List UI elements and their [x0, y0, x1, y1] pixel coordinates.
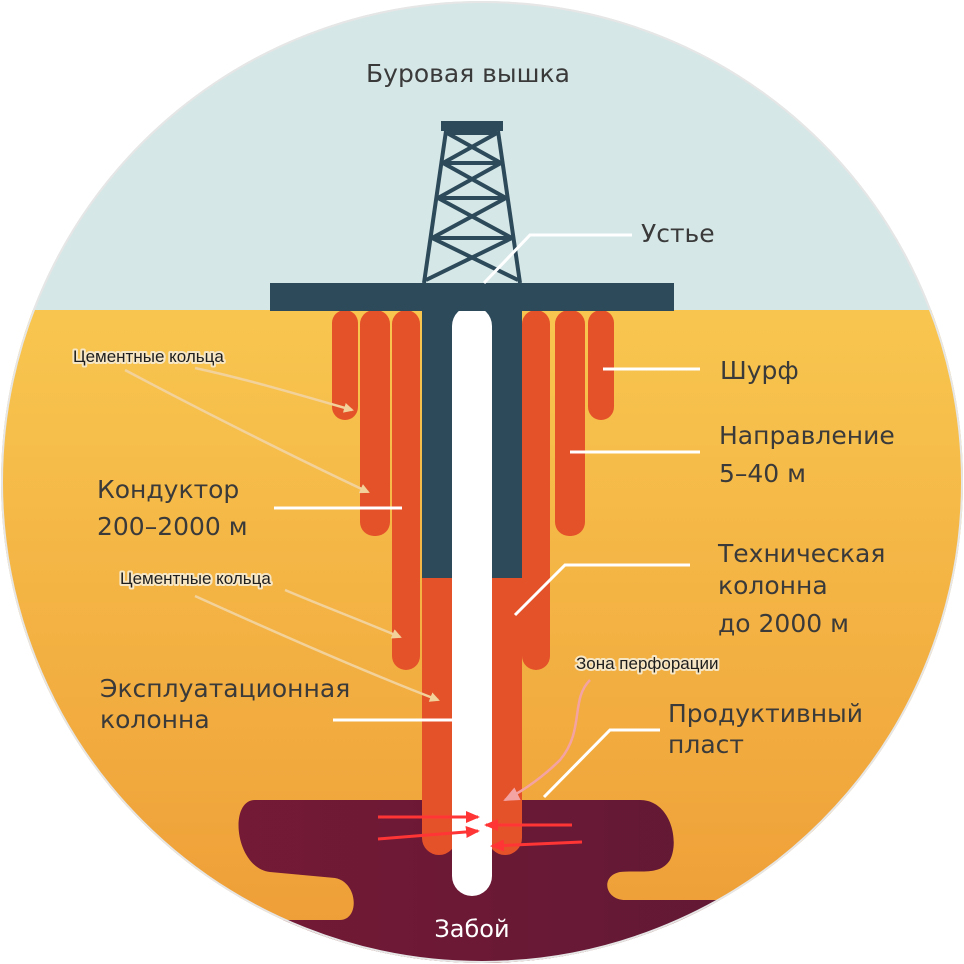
direction-depth-label: 5–40 м — [719, 459, 806, 488]
wellhead-label: Устье — [641, 219, 715, 248]
pit-casing-left — [332, 310, 358, 420]
direction-casing-right — [555, 310, 585, 536]
sky — [1, 1, 963, 312]
conductor-casing-right — [522, 310, 550, 670]
conductor-depth-label: 200–2000 м — [97, 512, 248, 541]
leader-lines — [274, 233, 700, 799]
conductor-label: Кондуктор — [97, 475, 239, 504]
arrow-icon — [377, 825, 480, 841]
wellhead-platform — [270, 283, 674, 311]
pit-casing-right — [588, 310, 614, 420]
arrow-icon — [194, 366, 354, 413]
technical-depth-label: до 2000 м — [718, 609, 849, 638]
arrow-icon — [490, 839, 583, 852]
well-bore — [452, 306, 492, 896]
bottomhole-label: Забой — [434, 915, 509, 943]
casings — [332, 306, 614, 896]
direction-label: Направление — [719, 421, 895, 450]
perforation-label: Зона перфорации — [576, 654, 718, 673]
arrow-icon — [284, 588, 402, 639]
cement-rings-label-bottom: Цементные кольца — [120, 569, 271, 588]
technical-label: Техническая — [717, 539, 885, 568]
production-label: Эксплуатационная — [100, 674, 350, 703]
reservoir-label-2: пласт — [668, 730, 744, 759]
arrow-icon — [124, 368, 370, 494]
technical-leader — [513, 563, 690, 617]
wellhead-leader — [482, 233, 632, 285]
cement-arrows — [124, 366, 440, 702]
production-label-2: колонна — [100, 705, 210, 734]
arrow-icon — [503, 679, 591, 802]
conductor-casing-left — [392, 310, 420, 670]
direction-casing-left — [360, 310, 390, 536]
perforation-arrows — [377, 811, 583, 852]
reservoir-label: Продуктивный — [668, 699, 863, 728]
reservoir-leader — [542, 728, 660, 799]
technical-label-2: колонна — [718, 571, 828, 600]
derrick-label: Буровая вышка — [366, 59, 570, 88]
derrick-icon — [422, 121, 522, 284]
arrow-icon — [194, 594, 440, 702]
pit-label: Шурф — [720, 356, 799, 385]
cement-rings-label-top: Цементные кольца — [73, 347, 224, 366]
